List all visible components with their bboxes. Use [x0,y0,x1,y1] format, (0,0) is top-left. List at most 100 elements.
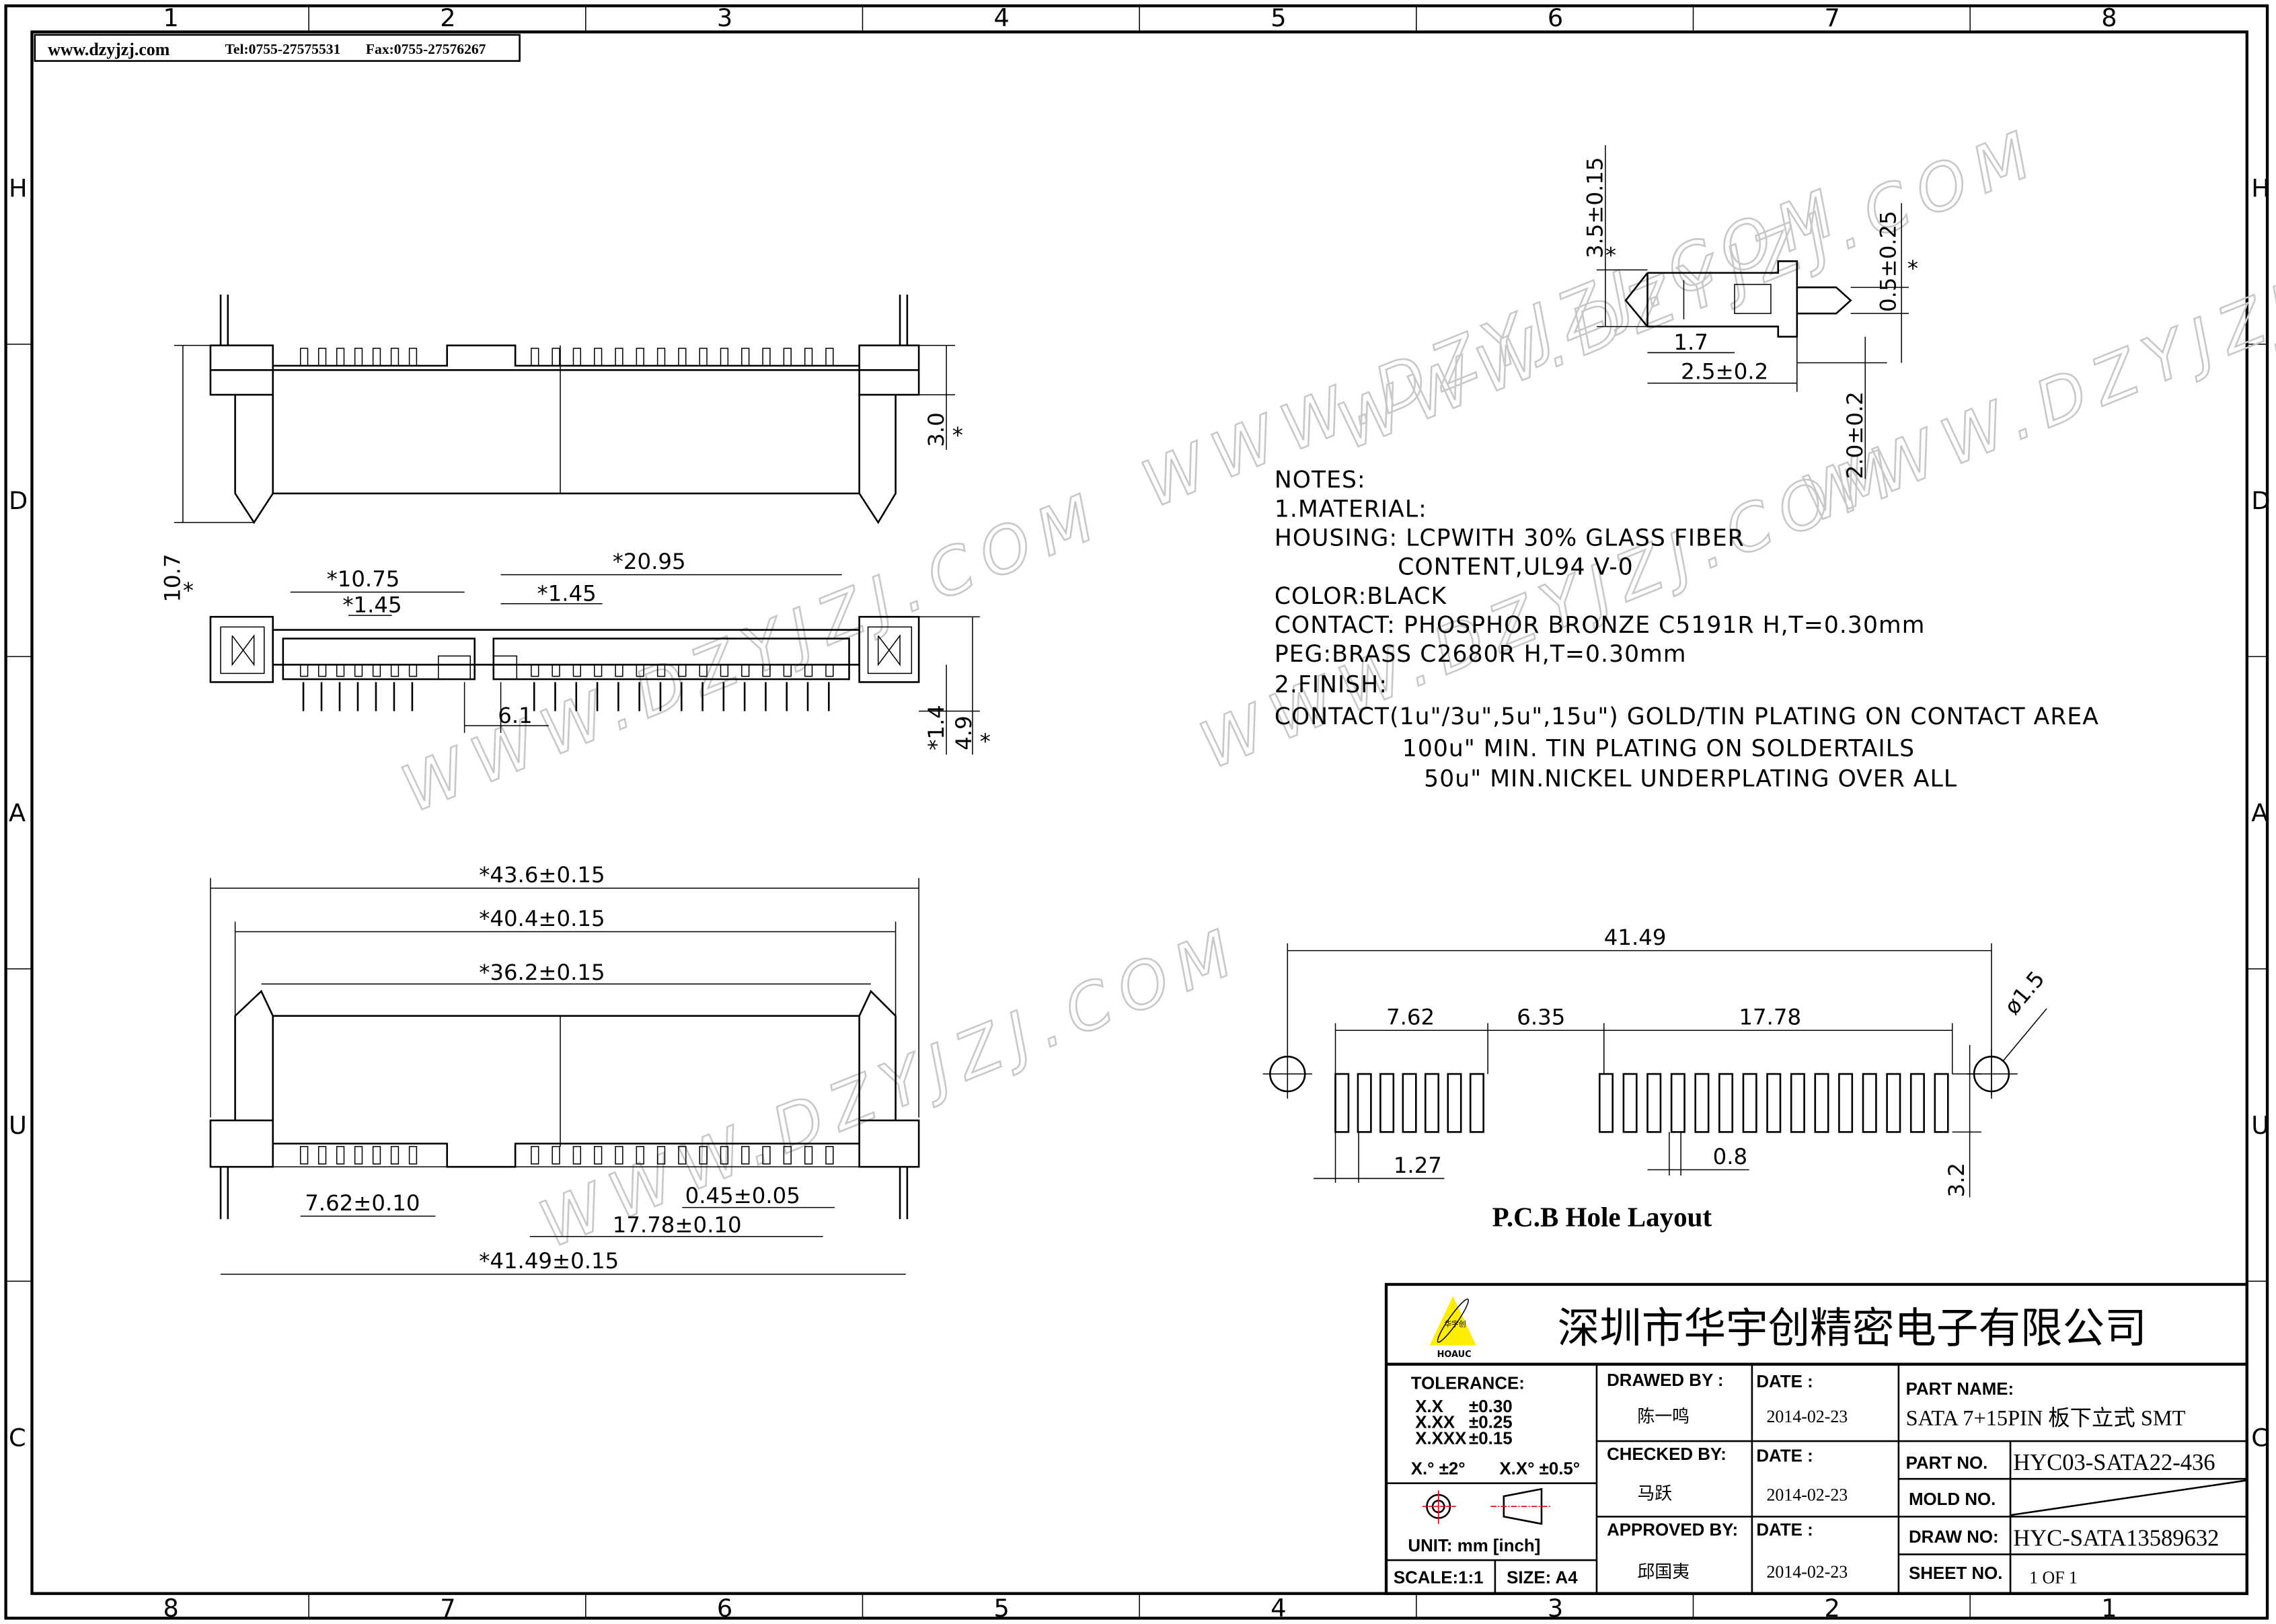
pcb-title: P.C.B Hole Layout [1492,1202,1712,1233]
dim-6-35: 6.35 [1517,1005,1565,1030]
contact-pin [299,348,309,366]
dim-6-1: 6.1 [498,703,532,728]
zone-column-label: 6 [1548,3,1563,32]
note-line: CONTACT: PHOSPHOR BRONZE C5191R H,T=0.30… [1275,612,1926,639]
draw-no: HYC-SATA13589632 [2013,1525,2219,1551]
watermark: WWW.DZYJZJ.COM [1132,173,1856,523]
logo-cn: 华宇创 [1444,1320,1466,1329]
contact-pin [656,348,666,366]
contact-pin [636,348,644,366]
contact-pin [678,1146,687,1165]
dim-height: 10.7 [160,554,186,603]
contact-pin [636,1146,644,1165]
contact-pin [317,348,327,366]
zone-column-label: 7 [1825,3,1840,32]
contact-pin [299,664,309,677]
part-name-label: PART NAME: [1906,1380,2014,1399]
zone-row-label: A [2251,799,2268,828]
pcb-pad [1838,1073,1854,1133]
star-mark: * [183,578,194,603]
note-line: COLOR:BLACK [1275,583,1447,610]
dim-1-27: 1.27 [1394,1153,1442,1178]
contact-pin [804,1146,813,1165]
contact-pin [594,1146,603,1165]
contact-pin [636,664,644,677]
dim-peg: 3.0 [923,412,949,447]
contact-pin [408,1146,418,1165]
contact-pin [741,1146,750,1165]
part-name: SATA 7+15PIN 板下立式 SMT [1906,1406,2186,1430]
contact-pin [317,1146,327,1165]
contact-pin [317,664,327,677]
contact-pin [552,664,560,677]
dim-4-9: 4.9 [951,716,977,750]
pcb-pad [1599,1073,1614,1133]
contact-pin [720,664,729,677]
contact-pin [594,348,603,366]
contact-pin [354,664,363,677]
pcb-pad [1694,1073,1710,1133]
zone-column-label: 5 [1270,3,1286,32]
bottom-view: *43.6±0.15 *40.4±0.15 *36.2±0.15 7.62±0.… [209,862,920,1275]
note-line: PEG:BRASS C2680R H,T=0.30mm [1275,641,1687,668]
contact-pin [825,664,834,677]
zone-column-label: 3 [1548,1594,1563,1623]
pcb-pad [1622,1073,1638,1133]
contact-pin [531,1146,539,1165]
note-line: 1.MATERIAL: [1275,496,1427,523]
note-line: HOUSING: LCPWITH 30% GLASS FIBER [1275,525,1745,551]
zone-row-label: C [9,1423,26,1452]
dim-1-45-left: *1.45 [342,592,402,618]
contact-pin [336,348,345,366]
dim-20-95: *20.95 [613,549,686,574]
drawed-by: 陈一鸣 [1637,1407,1690,1427]
side-view: 3.5±0.15 * 0.5±0.25 * 1.7 2.5±0.2 2.0±0.… [1583,145,1918,479]
note-line: 100u" MIN. TIN PLATING ON SOLDERTAILS [1402,735,1915,762]
dim-41-49-pcb: 41.49 [1604,925,1667,950]
watermark: WWW.DZYJZJ.COM [530,913,1254,1262]
contact-pin [825,1146,834,1165]
zone-column-label: 3 [717,3,732,32]
zone-column-label: 1 [2101,1594,2117,1623]
contact-pin [390,348,400,366]
zone-column-label: 8 [2101,3,2117,32]
contact-pin [390,664,400,677]
zone-column-label: 8 [163,1594,179,1623]
contact-pin [741,348,750,366]
checked-by: 马跃 [1637,1483,1672,1504]
pcb-pad [1742,1073,1757,1133]
contact-pin [531,664,539,677]
zone-row-label: A [9,799,26,828]
tolerance-key: X.X [1415,1397,1443,1416]
part-no-label: PART NO. [1906,1454,1988,1473]
date-label: DATE : [1756,1520,1813,1539]
contact-pin [762,664,771,677]
star-mark: * [1605,243,1616,268]
fax: Fax:0755-27576267 [366,41,486,57]
date-drawed: 2014-02-23 [1766,1407,1848,1426]
pcb-pad [1357,1073,1372,1133]
website: www.dzyjzj.com [48,40,170,59]
contact-pin [720,348,729,366]
contact-pin [762,1146,771,1165]
header-box: www.dzyjzj.com Tel:0755-27575531 Fax:075… [34,34,521,62]
contact-pin [408,348,418,366]
zone-column-label: 4 [1270,1594,1286,1623]
dim-3-2: 3.2 [1944,1163,1969,1197]
contact-pin [390,1146,400,1165]
draw-no-label: DRAW NO: [1909,1528,1999,1547]
note-line: CONTENT,UL94 V-0 [1398,554,1634,581]
contact-pin [825,348,834,366]
dim-43-6: *43.6±0.15 [479,862,605,888]
tel: Tel:0755-27575531 [225,41,341,57]
contact-pin [720,1146,729,1165]
note-line: 2.FINISH: [1275,671,1388,698]
pcb-pad [1425,1073,1440,1133]
drawed-by-label: DRAWED BY : [1607,1371,1723,1390]
dim-17-78-pcb: 17.78 [1739,1005,1801,1030]
contact-pin [552,1146,560,1165]
mold-no-label: MOLD NO. [1909,1490,1996,1509]
approved-by: 邱国夷 [1637,1562,1690,1582]
contact-pin [372,1146,381,1165]
